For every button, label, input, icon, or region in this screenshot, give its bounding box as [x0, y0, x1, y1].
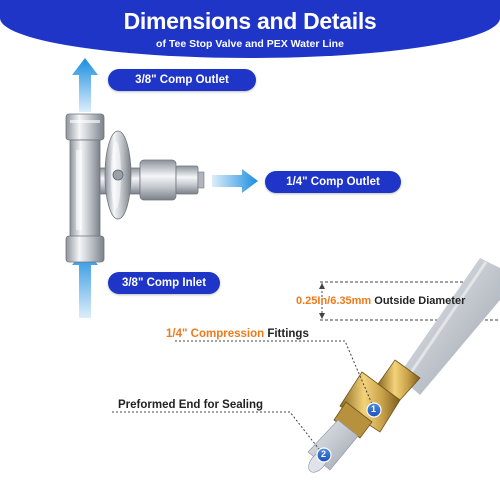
outlet-top-label: 3/8" Comp Outlet	[108, 69, 256, 91]
compression-label: 1/4" Compression Fittings	[166, 328, 309, 340]
leader-lines	[112, 340, 373, 454]
diameter-label: 0.25In/6.35mm Outside Diameter	[296, 295, 465, 307]
preformed-label: Preformed End for Sealing	[118, 399, 264, 411]
pex-tube-image	[398, 258, 500, 395]
compression-value: 1/4" Compression	[166, 328, 265, 340]
outlet-side-label: 1/4" Comp Outlet	[265, 171, 401, 193]
tee-stop-valve-image	[65, 113, 205, 263]
marker-2	[316, 447, 332, 463]
brass-fitting-image	[333, 359, 421, 439]
arrow-right-icon	[212, 169, 258, 193]
marker-2-number: 2	[321, 449, 327, 459]
page-title: Dimensions and Details	[123, 8, 377, 34]
page-subtitle: of Tee Stop Valve and PEX Water Line	[156, 38, 344, 50]
arrow-up-icon	[72, 58, 98, 112]
arrow-up-icon	[72, 248, 98, 318]
compression-text: Fittings	[267, 328, 309, 340]
diameter-text: Outside Diameter	[374, 295, 466, 307]
inlet-label: 3/8" Comp Inlet	[108, 272, 220, 294]
marker-1-number: 1	[371, 404, 377, 414]
header-banner: Dimensions and Details of Tee Stop Valve…	[0, 0, 500, 58]
diameter-value: 0.25In/6.35mm	[296, 295, 372, 307]
marker-1	[366, 402, 382, 418]
